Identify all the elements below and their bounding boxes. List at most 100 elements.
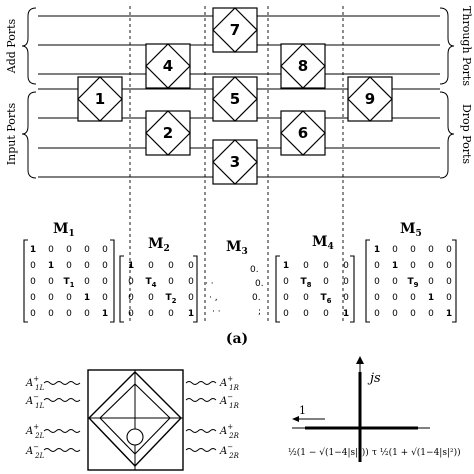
- m5-cell: 0: [374, 309, 380, 319]
- node-6: 6: [280, 110, 326, 156]
- m4-title: M4: [312, 234, 334, 252]
- node-label: 3: [230, 153, 240, 171]
- arrow-a2l-in: [43, 429, 81, 433]
- port-label-1r: A+1R: [219, 375, 240, 392]
- m3-dot-1: · ·: [205, 279, 214, 289]
- arrow-a1l-in: [43, 381, 81, 385]
- m5-left-bracket: [365, 239, 370, 323]
- m2-cell: T2: [165, 293, 176, 305]
- node-2: 2: [145, 110, 191, 156]
- m5-cell: 1: [446, 309, 452, 319]
- input-ports-label: Input Ports: [5, 102, 18, 165]
- one-arrowhead: [292, 416, 299, 422]
- m5-title: M5: [400, 221, 422, 239]
- m4-cell: 0: [323, 261, 329, 271]
- y-axis-label: js: [367, 371, 381, 386]
- m4-cell: 1: [283, 261, 289, 271]
- m1-cell: 0: [102, 261, 108, 271]
- port-braces: [21, 7, 455, 179]
- m5-right-bracket: [452, 239, 457, 323]
- m4-cell: T8: [300, 277, 311, 289]
- m5-cell: 0: [410, 293, 416, 303]
- m5-cell: 1: [374, 245, 380, 255]
- m1-cell: T1: [63, 277, 74, 289]
- node-diamond: [280, 43, 326, 89]
- node-diamond: [145, 43, 191, 89]
- node-8: 8: [280, 43, 326, 89]
- m1-cell: 0: [48, 293, 54, 303]
- m1-cell: 1: [30, 245, 36, 255]
- m2-right-bracket: [193, 255, 198, 323]
- port-label-2r: A−2R: [219, 443, 240, 460]
- m2-cell: 0: [188, 293, 194, 303]
- coupler-ring: [126, 428, 144, 446]
- node-diamond: [212, 76, 258, 122]
- right-formula: τ ½(1 + √(1−4|s|²)): [372, 447, 461, 458]
- node-diamond: [145, 110, 191, 156]
- m2-cell: 0: [128, 293, 134, 303]
- stage-dividers: [129, 6, 344, 322]
- drop-ports-brace: [439, 91, 455, 179]
- node-5: 5: [212, 76, 258, 122]
- m5-cell: 0: [392, 293, 398, 303]
- node-label: 4: [163, 57, 173, 75]
- node-label: 1: [95, 90, 105, 108]
- m5-cell: 0: [428, 261, 434, 271]
- port-arrows: [43, 381, 217, 452]
- m1-cell: 0: [66, 245, 72, 255]
- arrow-a2l-out: [43, 448, 81, 452]
- m2-cell: 0: [188, 261, 194, 271]
- node-diamond: [212, 7, 258, 53]
- drop-ports-label: Drop Ports: [460, 104, 473, 164]
- arrow-a1r-in: [185, 381, 217, 385]
- m4-right-bracket: [350, 255, 355, 323]
- m4-cell: 0: [343, 293, 349, 303]
- m1-cell: 0: [30, 277, 36, 287]
- node-diamond: [77, 76, 123, 122]
- m5-cell: 0: [392, 309, 398, 319]
- m4-cell: 0: [283, 293, 289, 303]
- m3-dot-7: ;: [258, 307, 261, 317]
- arrow-a1l-out: [43, 398, 81, 402]
- m2-cell: 0: [148, 309, 154, 319]
- m1-cell: 0: [48, 309, 54, 319]
- node-diamond: [280, 110, 326, 156]
- through-ports-label: Through Ports: [460, 6, 473, 86]
- m1-cell: 0: [30, 309, 36, 319]
- m5-cell: 0: [428, 245, 434, 255]
- node-1: 1: [77, 76, 123, 122]
- node-7: 7: [212, 7, 258, 53]
- arrow-a2r-out: [185, 448, 217, 452]
- m1-cell: 0: [30, 261, 36, 271]
- m5-cell: 0: [446, 293, 452, 303]
- m4-cell: 0: [303, 293, 309, 303]
- m3-dot-3: · ·: [212, 307, 221, 317]
- m1-cell: 0: [102, 293, 108, 303]
- matrix-brackets: [23, 239, 457, 323]
- m1-title: M1: [53, 221, 75, 239]
- m5-cell: 1: [428, 293, 434, 303]
- y-axis-arrowhead: [356, 356, 364, 364]
- m2-cell: 0: [168, 309, 174, 319]
- m5-cell: 0: [392, 245, 398, 255]
- m5-cell: 0: [392, 277, 398, 287]
- m5-cell: 0: [428, 277, 434, 287]
- m5-cell: 0: [374, 293, 380, 303]
- m4-cell: 0: [303, 261, 309, 271]
- port-label-2l: A−2L: [25, 443, 45, 460]
- node-3: 3: [212, 139, 258, 185]
- add-ports-brace: [21, 7, 37, 85]
- m3-dot-6: 0.: [252, 293, 261, 303]
- m1-cell: 0: [48, 245, 54, 255]
- m1-cell: 0: [66, 293, 72, 303]
- m1-cell: 0: [84, 309, 90, 319]
- m5-cell: 0: [428, 309, 434, 319]
- node-label: 7: [230, 21, 240, 39]
- m2-cell: 1: [188, 309, 194, 319]
- node-label: 2: [163, 124, 173, 142]
- m2-cell: 0: [168, 261, 174, 271]
- m1-cell: 0: [102, 277, 108, 287]
- m5-cell: 0: [446, 261, 452, 271]
- m1-cell: 0: [30, 293, 36, 303]
